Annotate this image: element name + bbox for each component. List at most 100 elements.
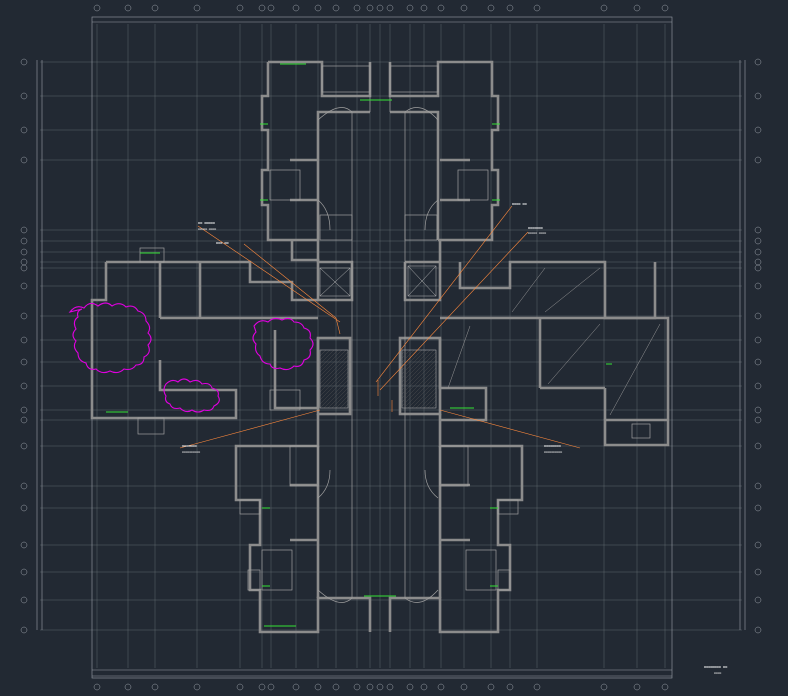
axis-bubble xyxy=(376,683,384,691)
axis-bubble xyxy=(314,683,322,691)
svg-text:▬▬▬▬▬▬▬▬▬▬: ▬▬▬▬▬▬▬▬▬▬ xyxy=(544,450,562,454)
axis-bubble xyxy=(754,226,762,234)
axis-bubble xyxy=(487,4,495,12)
interior-partitions xyxy=(137,62,651,603)
axis-bubble xyxy=(20,626,28,634)
title-line-1: ▬▬▬▬▬▬▬▬ ▬▬ xyxy=(704,665,728,669)
axis-bubble xyxy=(386,4,394,12)
axis-bubble xyxy=(437,683,445,691)
axis-bubble xyxy=(292,683,300,691)
annotation-5: ▬▬▬▬▬▬▬ xyxy=(182,444,198,448)
axis-bubble xyxy=(533,4,541,12)
axis-bubble xyxy=(366,4,374,12)
axis-bubble xyxy=(754,541,762,549)
svg-text:▬▬▬▬▬▬▬▬▬▬: ▬▬▬▬▬▬▬▬▬▬ xyxy=(182,450,200,454)
axis-bubble xyxy=(661,4,669,12)
axis-bubble xyxy=(20,237,28,245)
axis-bubble xyxy=(20,264,28,272)
axis-bubble xyxy=(406,683,414,691)
axis-bubble xyxy=(754,126,762,134)
axis-bubble xyxy=(20,358,28,366)
axis-bubble xyxy=(506,683,514,691)
svg-text:▬▬▬▬▬ ▬▬▬▬: ▬▬▬▬▬ ▬▬▬▬ xyxy=(528,231,546,235)
axis-bubble xyxy=(754,482,762,490)
axis-bubble xyxy=(332,683,340,691)
leader-lines xyxy=(179,205,581,449)
stairs xyxy=(319,265,437,409)
axis-bubble xyxy=(754,382,762,390)
axis-bubble xyxy=(633,683,641,691)
axis-bubble xyxy=(376,4,384,12)
axis-bubble xyxy=(236,4,244,12)
annotation-6: ▬▬▬▬▬▬▬▬ xyxy=(544,444,562,448)
axis-bubble xyxy=(20,382,28,390)
axis-bubble xyxy=(406,4,414,12)
axis-bubble xyxy=(754,58,762,66)
dimension-frame xyxy=(36,16,746,679)
axis-bubble xyxy=(258,4,266,12)
axis-bubble xyxy=(754,258,762,266)
axis-bubble xyxy=(20,312,28,320)
annotation-4: ▬▬▬▬▬▬▬ xyxy=(528,226,544,230)
axis-bubble xyxy=(20,226,28,234)
axis-bubble xyxy=(20,541,28,549)
axis-bubble xyxy=(20,258,28,266)
annotation-3: ▬▬▬▬ ▬▬ xyxy=(512,202,528,206)
axis-bubble xyxy=(754,248,762,256)
axis-bubble xyxy=(267,4,275,12)
axis-bubble xyxy=(151,683,159,691)
axis-bubble xyxy=(754,442,762,450)
axis-bubble xyxy=(236,683,244,691)
axis-bubble xyxy=(353,4,361,12)
axis-bubble xyxy=(506,4,514,12)
axis-bubble xyxy=(93,683,101,691)
axis-bubble xyxy=(437,4,445,12)
axis-bubble xyxy=(332,4,340,12)
axis-bubble xyxy=(20,156,28,164)
axis-bubble xyxy=(20,92,28,100)
axis-bubble xyxy=(754,406,762,414)
axis-bubble xyxy=(754,416,762,424)
axis-bubble xyxy=(460,683,468,691)
roof-slope-lines xyxy=(447,267,661,416)
axis-bubble xyxy=(754,282,762,290)
axis-bubble xyxy=(420,683,428,691)
axis-bubble xyxy=(600,683,608,691)
axis-bubble xyxy=(754,596,762,604)
revision-clouds xyxy=(68,302,314,413)
axis-bubble xyxy=(20,596,28,604)
axis-bubble xyxy=(124,683,132,691)
axis-bubble xyxy=(754,264,762,272)
axis-bubble xyxy=(754,504,762,512)
axis-bubble xyxy=(20,568,28,576)
axis-bubble xyxy=(633,4,641,12)
title-block: ▬▬▬▬▬▬▬▬ ▬▬ ▬▬▬▬ xyxy=(704,665,728,675)
axis-bubble xyxy=(20,442,28,450)
axis-bubble xyxy=(20,482,28,490)
axis-bubble xyxy=(20,406,28,414)
axis-bubble xyxy=(20,282,28,290)
axis-bubble xyxy=(124,4,132,12)
axis-bubble xyxy=(460,4,468,12)
axis-bubble xyxy=(20,126,28,134)
axis-bubble xyxy=(754,237,762,245)
axis-bubble xyxy=(193,4,201,12)
annotation-labels: ▬▬ ▬▬▬▬▬ ▬▬▬▬▬ ▬▬▬▬ ▬▬▬ ▬▬ ▬▬▬▬ ▬▬ ▬▬▬▬▬… xyxy=(182,202,562,454)
axis-grid xyxy=(40,24,742,668)
axis-bubble xyxy=(386,683,394,691)
fixtures xyxy=(106,63,612,627)
annotation-2: ▬▬▬ ▬▬ xyxy=(216,241,230,245)
axis-bubbles xyxy=(20,4,762,691)
axis-bubble xyxy=(151,4,159,12)
axis-bubble xyxy=(366,683,374,691)
axis-bubble xyxy=(314,4,322,12)
axis-bubble xyxy=(754,358,762,366)
axis-bubble xyxy=(600,4,608,12)
annotation-1: ▬▬ ▬▬▬▬▬ xyxy=(198,221,216,225)
axis-bubble xyxy=(661,683,669,691)
axis-bubble xyxy=(420,4,428,12)
building-walls xyxy=(90,60,670,634)
axis-bubble xyxy=(533,683,541,691)
